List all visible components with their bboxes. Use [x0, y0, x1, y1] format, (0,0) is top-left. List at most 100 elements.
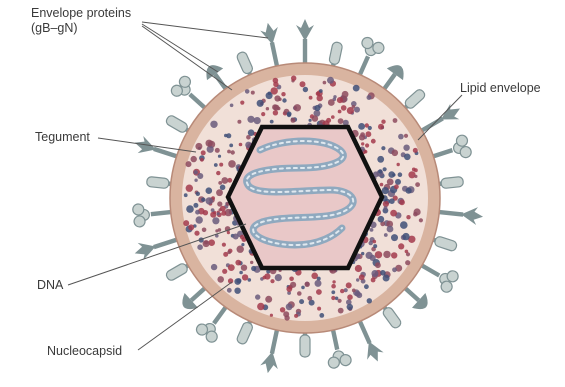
tegument-particle: [337, 97, 343, 103]
label-nucleocapsid: Nucleocapsid: [47, 344, 122, 359]
tegument-particle: [383, 251, 390, 258]
label-nucleocapsid-text: Nucleocapsid: [47, 344, 122, 359]
tegument-particle: [284, 315, 289, 320]
label-tegument-text: Tegument: [35, 130, 90, 145]
tegument-particle: [291, 118, 296, 123]
tegument-particle: [398, 172, 403, 177]
tegument-particle: [240, 101, 244, 105]
label-tegument: Tegument: [35, 130, 90, 145]
tegument-particle: [195, 210, 200, 215]
tegument-particle: [220, 185, 226, 191]
tegument-particle: [405, 250, 409, 254]
tegument-particle: [413, 212, 418, 217]
tegument-particle: [218, 181, 222, 185]
tegument-particle: [264, 273, 270, 279]
tegument-particle: [200, 158, 204, 162]
tegument-particle: [384, 206, 388, 210]
tegument-particle: [378, 124, 384, 130]
tegument-particle: [389, 198, 395, 204]
tegument-particle: [370, 228, 374, 232]
tegument-particle: [281, 92, 285, 96]
tegument-particle: [183, 220, 189, 226]
tegument-particle: [333, 95, 336, 98]
label-envelope-proteins-line2: (gB–gN): [31, 21, 131, 36]
tegument-particle: [217, 276, 224, 283]
tegument-particle: [404, 154, 411, 161]
tegument-particle: [201, 150, 206, 155]
tegument-particle: [419, 218, 423, 222]
tegument-particle: [261, 112, 265, 116]
tegument-particle: [366, 131, 372, 137]
tegument-particle: [340, 289, 344, 293]
tegument-particle: [382, 187, 389, 194]
tegument-particle: [331, 290, 335, 294]
tegument-particle: [251, 91, 255, 95]
tegument-particle: [227, 150, 231, 154]
tegument-particle: [387, 226, 394, 233]
tegument-particle: [338, 299, 342, 303]
tegument-particle: [237, 120, 241, 124]
tegument-particle: [280, 307, 285, 312]
tegument-particle: [404, 134, 408, 138]
tegument-particle: [375, 251, 382, 258]
tegument-particle: [367, 95, 372, 100]
tegument-particle: [265, 296, 272, 303]
tegument-particle: [273, 78, 279, 84]
tegument-particle: [377, 156, 384, 163]
tegument-particle: [197, 244, 203, 250]
tegument-particle: [398, 134, 404, 140]
tegument-particle: [186, 161, 192, 167]
tegument-particle: [206, 187, 213, 194]
tegument-particle: [371, 270, 378, 277]
tegument-particle: [234, 288, 240, 294]
tegument-particle: [266, 107, 269, 110]
tegument-particle: [356, 292, 362, 298]
envelope-protein-spike: [296, 19, 314, 69]
tegument-particle: [307, 296, 312, 301]
tegument-particle: [216, 189, 223, 196]
tegument-particle: [373, 240, 377, 244]
tegument-particle: [383, 275, 390, 282]
tegument-particle: [359, 274, 365, 280]
tegument-particle: [367, 298, 372, 303]
tegument-particle: [204, 240, 208, 244]
tegument-particle: [338, 118, 344, 124]
tegument-particle: [364, 284, 369, 289]
tegument-particle: [392, 150, 399, 157]
tegument-particle: [414, 175, 417, 178]
tegument-particle: [194, 231, 199, 236]
tegument-particle: [195, 143, 202, 150]
tegument-particle: [342, 91, 349, 98]
tegument-particle: [328, 99, 335, 106]
tegument-particle: [299, 299, 304, 304]
tegument-particle: [272, 104, 278, 110]
tegument-particle: [227, 231, 230, 234]
tegument-particle: [202, 228, 207, 233]
tegument-particle: [227, 288, 232, 293]
tegument-particle: [210, 121, 217, 128]
tegument-particle: [247, 116, 254, 123]
tegument-particle: [228, 160, 236, 168]
label-lipid-envelope: Lipid envelope: [460, 81, 541, 96]
tegument-particle: [231, 150, 235, 154]
tegument-particle: [217, 201, 222, 206]
tegument-particle: [242, 274, 248, 280]
tegument-particle: [359, 134, 365, 140]
tegument-particle: [346, 282, 352, 288]
tegument-particle: [278, 98, 281, 101]
tegument-particle: [237, 246, 244, 253]
label-envelope-proteins: Envelope proteins (gB–gN): [31, 6, 131, 36]
tegument-particle: [358, 123, 365, 130]
tegument-particle: [221, 211, 226, 216]
tegument-particle: [390, 210, 397, 217]
tegument-particle: [233, 234, 239, 240]
tegument-particle: [317, 95, 323, 101]
tegument-particle: [270, 314, 273, 317]
tegument-particle: [222, 269, 227, 274]
tegument-particle: [270, 279, 274, 283]
tegument-particle: [332, 280, 335, 283]
tegument-particle: [317, 307, 321, 311]
tegument-particle: [303, 87, 308, 92]
tegument-particle: [395, 179, 401, 185]
tegument-particle: [383, 167, 387, 171]
